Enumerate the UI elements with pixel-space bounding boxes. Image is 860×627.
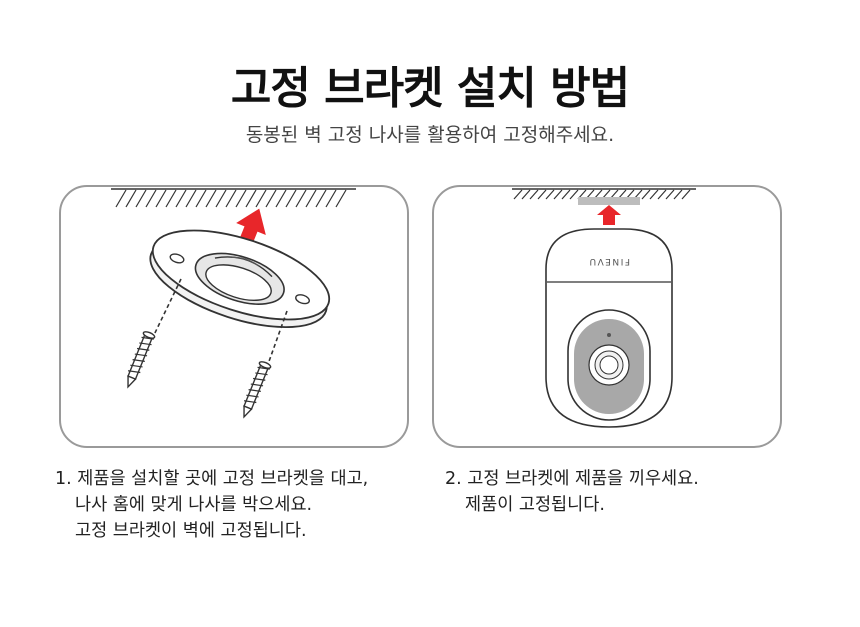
page-subtitle: 동봉된 벽 고정 나사를 활용하여 고정해주세요.	[245, 124, 615, 146]
screw-icon	[243, 361, 272, 419]
guide-line-left	[152, 278, 182, 338]
step-2-line-1: 2. 고정 브라켓에 제품을 끼우세요.	[445, 469, 699, 489]
guide-line-right	[266, 310, 288, 368]
step-2-description: 2. 고정 브라켓에 제품을 끼우세요. 제품이 고정됩니다.	[445, 466, 699, 518]
step-2-line-2: 제품이 고정됩니다.	[465, 495, 605, 515]
step-1-line-3: 고정 브라켓이 벽에 고정됩니다.	[75, 521, 307, 541]
screw-icon	[127, 331, 156, 389]
bracket-svg	[111, 188, 356, 419]
camera-attach-illustration: FINEVU	[432, 185, 782, 448]
ceiling-hatch-icon	[512, 188, 696, 200]
up-arrow-icon	[597, 205, 621, 225]
page-title: 고정 브라켓 설치 방법	[230, 63, 630, 114]
camera-svg: FINEVU	[512, 188, 696, 428]
camera-body-icon: FINEVU	[545, 228, 673, 428]
bracket-plate-icon	[149, 229, 331, 329]
bracket-plate-icon	[578, 197, 640, 205]
step-1-description: 1. 제품을 설치할 곳에 고정 브라켓을 대고, 나사 홈에 맞게 나사를 박…	[55, 466, 368, 544]
camera-brand-label: FINEVU	[588, 256, 630, 266]
bracket-install-illustration	[59, 185, 409, 448]
step-1-line-1: 1. 제품을 설치할 곳에 고정 브라켓을 대고,	[55, 469, 369, 489]
ceiling-hatch-icon	[111, 188, 356, 208]
step-1-line-2: 나사 홈에 맞게 나사를 박으세요.	[75, 495, 313, 515]
